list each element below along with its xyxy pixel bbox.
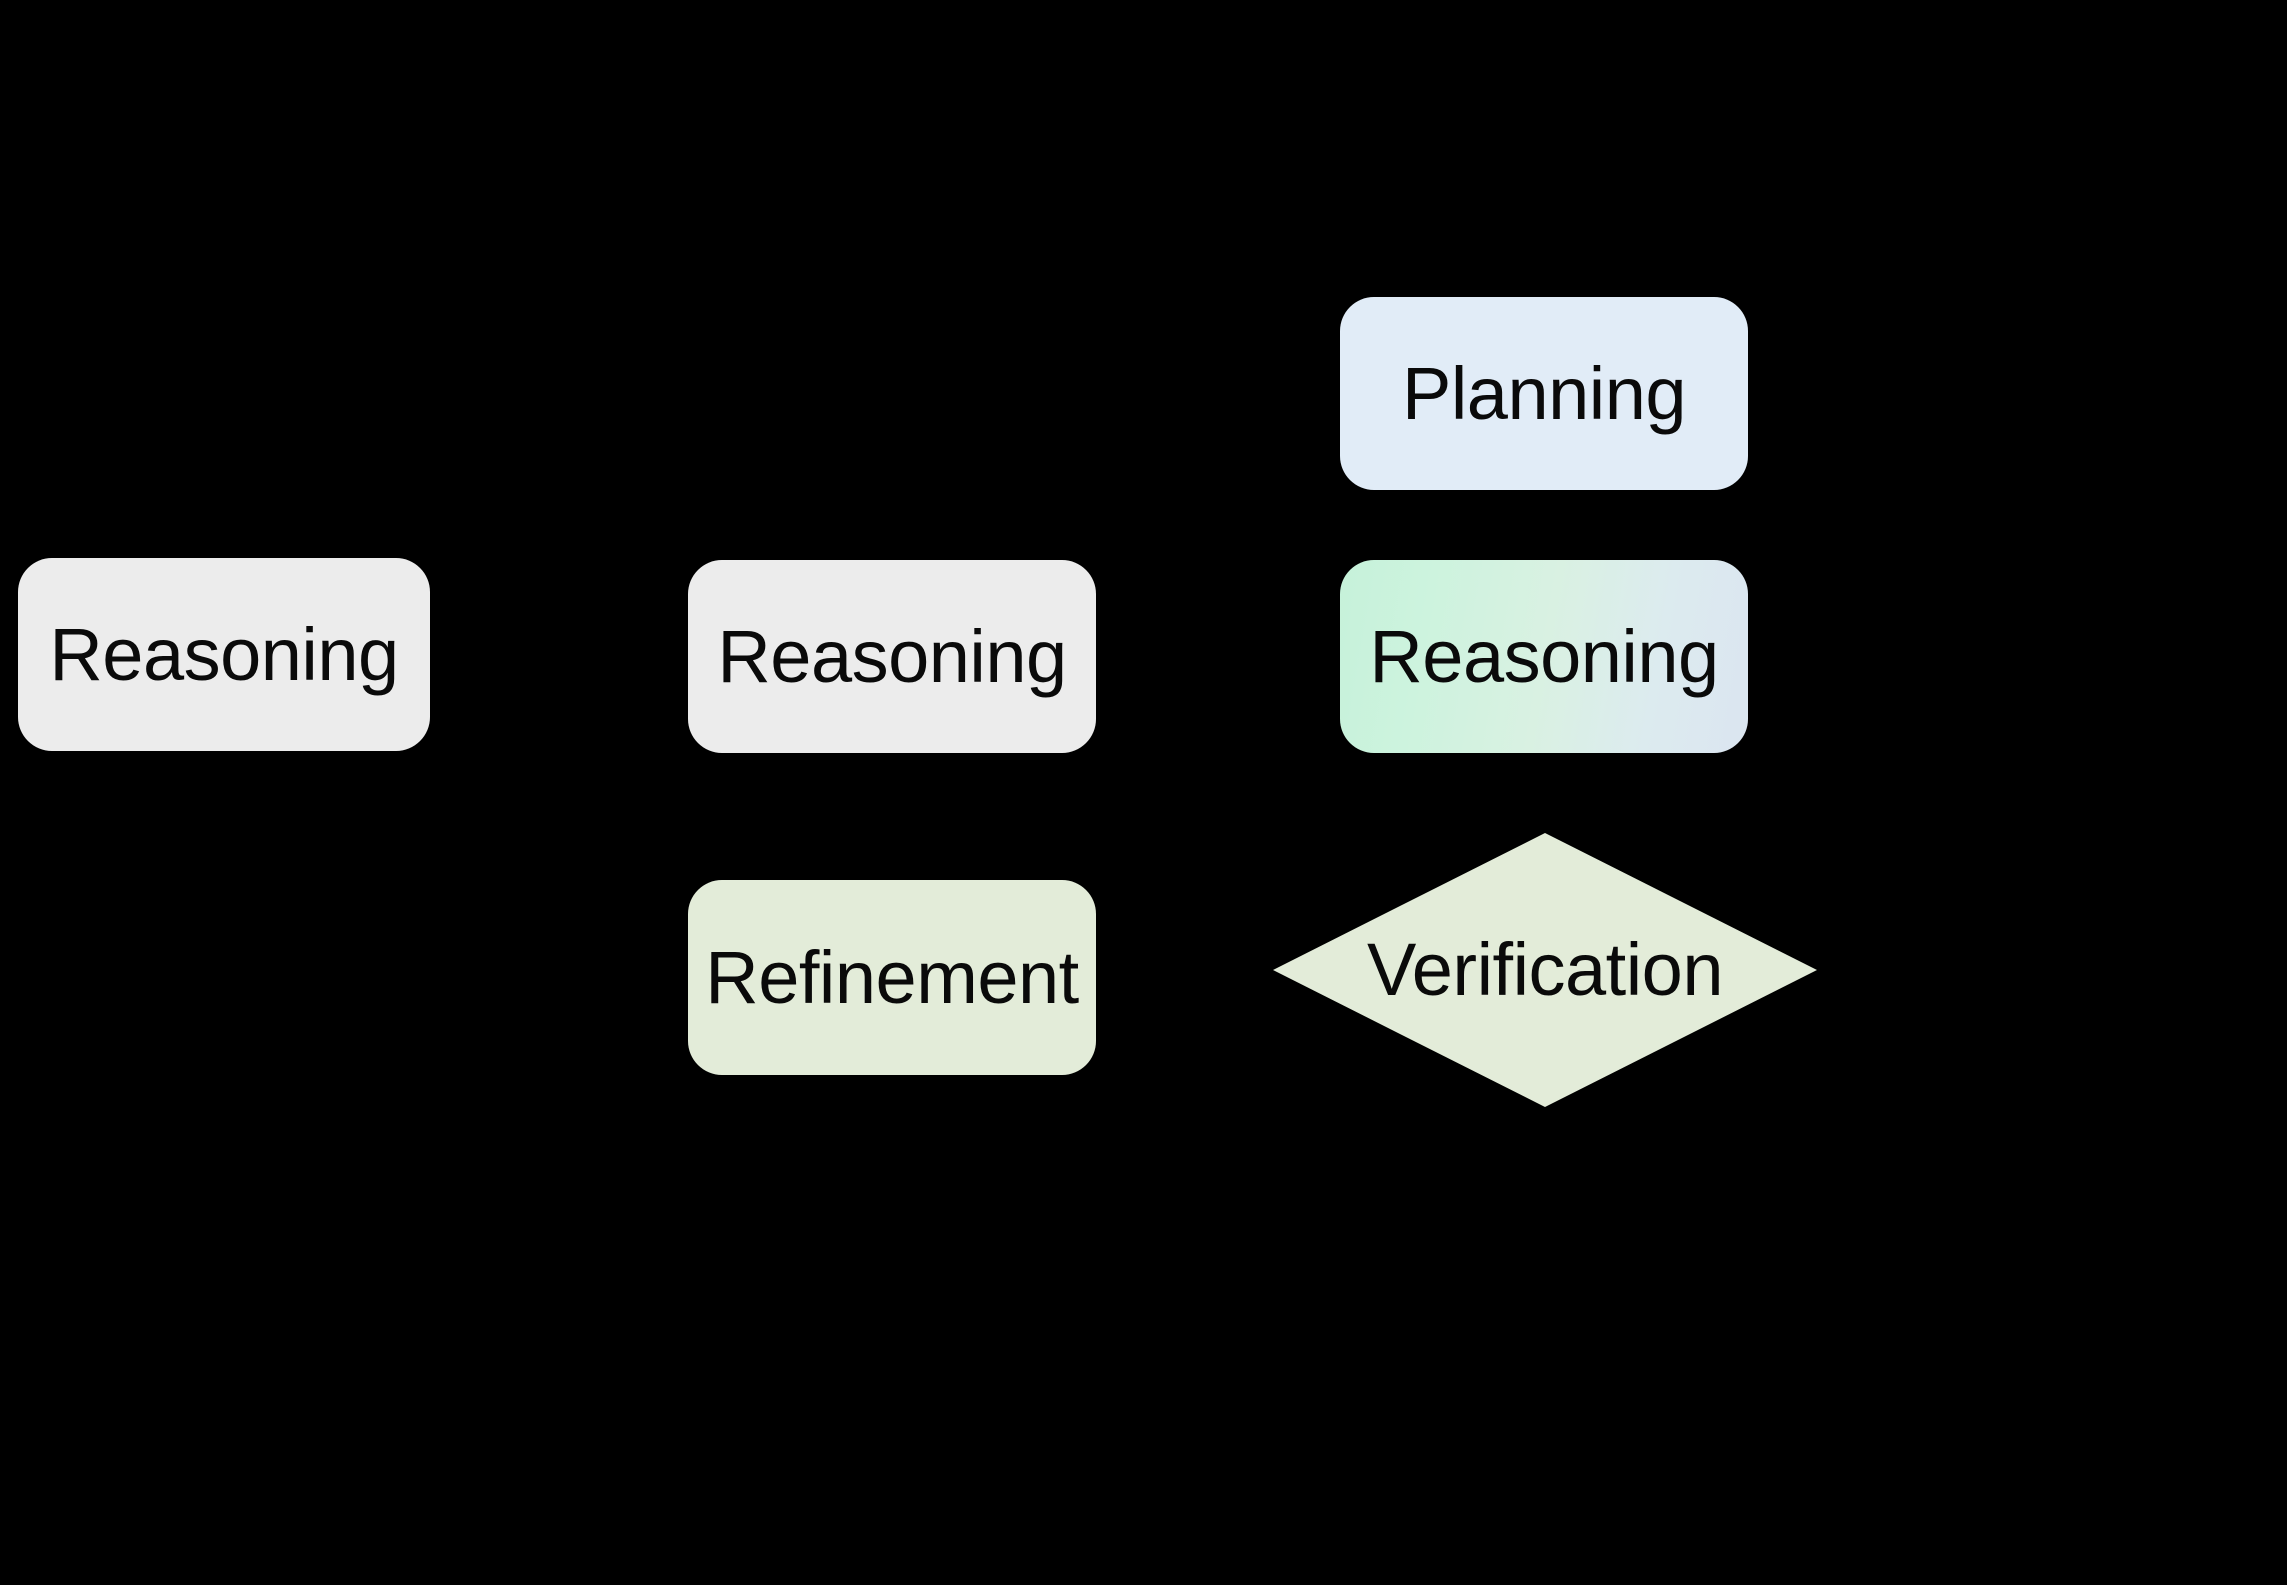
node-reasoning-1-label: Reasoning — [49, 612, 399, 696]
node-reasoning-2[interactable]: Reasoning — [688, 560, 1096, 753]
node-verification-label: Verification — [1367, 928, 1723, 1011]
node-reasoning-1[interactable]: Reasoning — [18, 558, 430, 751]
node-refinement[interactable]: Refinement — [688, 880, 1096, 1075]
node-reasoning-3[interactable]: Reasoning — [1340, 560, 1748, 753]
node-refinement-label: Refinement — [705, 935, 1079, 1019]
node-reasoning-3-label: Reasoning — [1369, 614, 1719, 698]
node-planning-label: Planning — [1401, 351, 1687, 435]
node-reasoning-2-label: Reasoning — [717, 614, 1067, 698]
node-verification[interactable]: Verification — [1273, 833, 1817, 1107]
node-planning[interactable]: Planning — [1340, 297, 1748, 490]
